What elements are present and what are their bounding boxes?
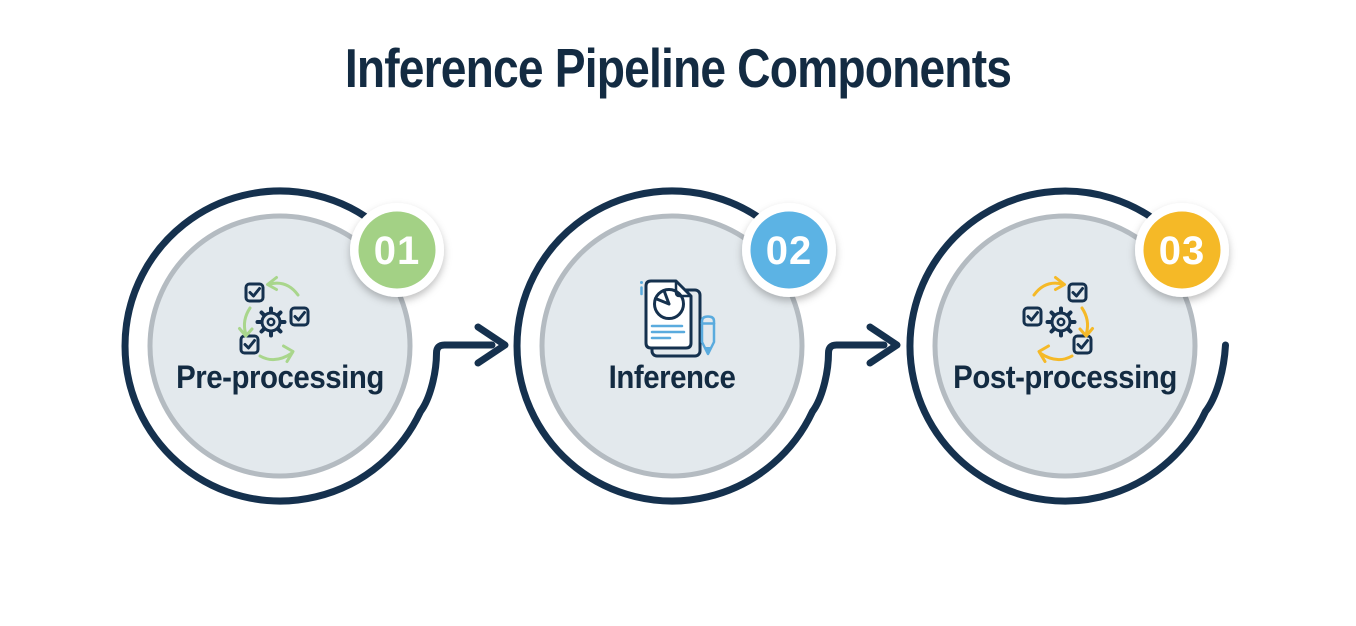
badge-number: 01 [374,229,421,273]
page-title: Inference Pipeline Components [344,37,1012,99]
gear-icon [1045,306,1077,338]
checkbox-icon [289,306,310,327]
gear-icon [255,306,287,338]
badge-circle [750,211,828,289]
badge-circle [1143,211,1221,289]
badge-number: 03 [1159,229,1206,273]
step-disc [147,213,413,479]
step-label: Inference [609,359,736,395]
outer-ring-open-tail [906,187,1229,505]
checkbox-icon [244,282,265,303]
outer-ring-and-connector-line [121,187,496,505]
cycle-arrows-icon [1032,276,1094,363]
pie-chart-icon [653,288,685,320]
connector-arrowhead-icon [474,323,509,367]
step-label: Post-processing [953,359,1177,395]
badge-circle [358,211,436,289]
step-badge: 02 [742,203,836,297]
step-badge: 03 [1135,203,1229,297]
connector-arrowhead-icon [866,323,901,367]
badge-number: 02 [766,229,813,273]
step-pre-processing: Pre-processing 01 [121,187,509,505]
checklist-gear-cycle-icon-mirrored [1022,276,1094,363]
outer-ring-and-connector-line [513,187,888,505]
checkbox-icon [1022,306,1043,327]
document-report-pencil-icon [640,279,716,358]
step-label: Pre-processing [176,359,384,395]
step-badge: 01 [350,203,444,297]
checkbox-icon [239,334,260,355]
checkbox-icon [1072,334,1093,355]
cycle-arrows-icon [238,276,300,363]
checkbox-icon [1067,282,1088,303]
step-post-processing: Post-processing 03 [906,187,1229,505]
pencil-icon [700,315,716,356]
step-disc [932,213,1198,479]
text-lines-icon [650,324,686,340]
checklist-gear-cycle-icon [238,276,310,363]
step-inference: Inference 02 [513,187,901,505]
